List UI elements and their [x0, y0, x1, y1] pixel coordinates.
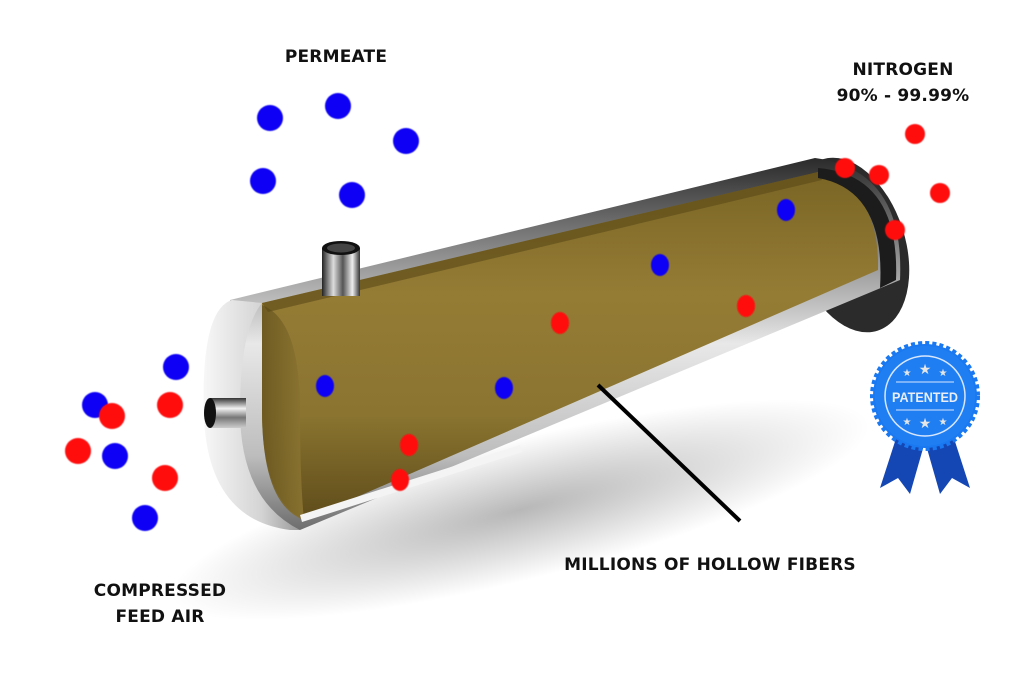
feed-air-nitrogen-molecule: [99, 403, 125, 429]
nitrogen-label-line1: NITROGEN: [852, 60, 954, 80]
outlet-rim: [818, 168, 897, 288]
inner-oxygen-molecule: [316, 375, 334, 397]
fibers-pointer-line: [596, 383, 742, 523]
svg-text:★: ★: [919, 416, 932, 432]
inner-nitrogen-molecule: [391, 469, 409, 491]
feed-air-label-line2: FEED AIR: [115, 607, 205, 627]
inner-nitrogen-molecule: [400, 434, 418, 456]
svg-text:★: ★: [919, 362, 932, 378]
feed-air-oxygen-molecule: [102, 443, 128, 469]
nitrogen-molecule: [905, 124, 925, 144]
permeate-molecule: [393, 128, 419, 154]
svg-text:★: ★: [939, 368, 948, 379]
rosette-icon: ★ ★ ★ ★ ★ ★ PATENTED: [870, 341, 980, 451]
inner-oxygen-molecule: [651, 254, 669, 276]
feed-air-nitrogen-molecule: [152, 465, 178, 491]
star-icons: ★ ★ ★ ★ ★ ★: [903, 362, 948, 432]
feed-air-oxygen-molecule: [163, 354, 189, 380]
nitrogen-molecule: [835, 158, 855, 178]
shell-inner-rim: [262, 172, 822, 312]
fiber-cut-face: [262, 305, 304, 520]
feed-air-nitrogen-molecule: [65, 438, 91, 464]
hollow-fiber-bundle: [262, 172, 879, 520]
inlet-end-cap: [203, 300, 300, 530]
nitrogen-molecule: [885, 220, 905, 240]
feed-air-label: COMPRESSED FEED AIR: [70, 578, 250, 630]
nitrogen-molecule: [869, 165, 889, 185]
svg-text:★: ★: [903, 417, 912, 428]
svg-text:★: ★: [939, 417, 948, 428]
permeate-port: [322, 241, 360, 296]
permeate-molecule: [250, 168, 276, 194]
permeate-molecule: [339, 182, 365, 208]
membrane-module: [203, 157, 910, 530]
nitrogen-molecule: [930, 183, 950, 203]
nitrogen-purity-range: 90% - 99.99%: [836, 86, 970, 106]
nitrogen-label: NITROGEN 90% - 99.99%: [818, 57, 988, 109]
feed-air-oxygen-molecule: [132, 505, 158, 531]
feed-air-label-line1: COMPRESSED: [93, 581, 227, 601]
patented-badge: ★ ★ ★ ★ ★ ★ PATENTED: [870, 341, 980, 494]
feed-inlet-port: [204, 398, 246, 428]
svg-text:★: ★: [903, 368, 912, 379]
inner-oxygen-molecule: [495, 377, 513, 399]
permeate-molecule: [257, 105, 283, 131]
shell-bottom-gap: [300, 445, 522, 522]
gas-molecules: [65, 93, 950, 531]
permeate-label: PERMEATE: [250, 44, 422, 70]
feed-air-nitrogen-molecule: [157, 392, 183, 418]
permeate-molecule: [325, 93, 351, 119]
inner-nitrogen-molecule: [551, 312, 569, 334]
permeate-label-text: PERMEATE: [284, 47, 388, 67]
inner-oxygen-molecule: [777, 199, 795, 221]
inner-nitrogen-molecule: [737, 295, 755, 317]
floor-shadow: [170, 399, 870, 621]
hollow-fibers-label: MILLIONS OF HOLLOW FIBERS: [530, 552, 890, 578]
hollow-fibers-label-text: MILLIONS OF HOLLOW FIBERS: [564, 555, 856, 575]
patented-text: PATENTED: [892, 389, 958, 405]
